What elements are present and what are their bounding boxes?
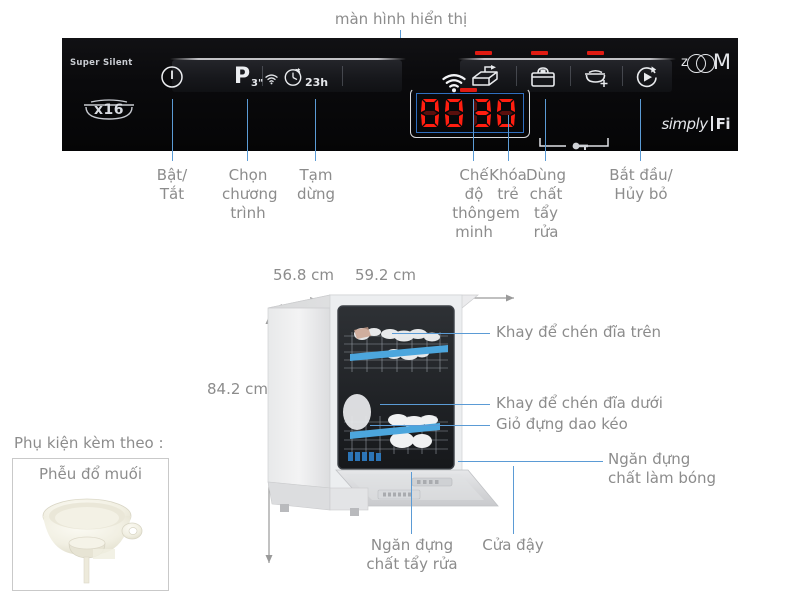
touchbar-left [172, 60, 402, 92]
extra-option-button[interactable] [582, 68, 610, 88]
callout-line-rinse-aid [458, 461, 603, 462]
detergent-button[interactable] [530, 67, 556, 89]
simplyfi-divider [710, 116, 713, 131]
zoom-logo-m: M [712, 50, 731, 74]
dimension-height-label: 84.2 cm [207, 380, 269, 398]
display-frame [410, 88, 530, 138]
separator-4 [570, 66, 571, 86]
callout-rinse-aid: Ngăn đựng chất làm bóng [608, 450, 717, 487]
dishwasher-illustration [267, 294, 499, 516]
power-icon [161, 66, 183, 88]
dimension-width-label: 59.2 cm [355, 266, 417, 284]
simplyfi-logo: simply Fi [661, 114, 730, 133]
indicator-led-2 [531, 51, 548, 55]
callout-lower-rack: Khay để chén đĩa dưới [496, 394, 663, 412]
callout-line-upper-rack [392, 333, 490, 334]
capacity-text: x16 [93, 102, 124, 118]
basket-outline-icon [84, 99, 134, 120]
start-cancel-button[interactable] [635, 65, 659, 89]
callout-program: Chọn chương trình [222, 166, 278, 222]
callout-childlock: Khóa trẻ em [489, 166, 527, 222]
panel-rule-right [458, 58, 676, 60]
callout-line-detergent [545, 99, 546, 161]
salt-funnel-image [42, 498, 143, 584]
delay-button[interactable] [284, 67, 304, 87]
capacity-badge: x16 [78, 96, 140, 126]
callout-line-cutlery-basket [370, 425, 490, 426]
open-door-smart-icon [472, 65, 498, 86]
clock-delay-icon [284, 68, 302, 86]
child-lock-indicator [539, 138, 609, 151]
seven-segment-digits [421, 99, 515, 127]
smart-mode-button[interactable] [470, 65, 500, 91]
callout-upper-rack: Khay để chén đĩa trên [496, 323, 662, 341]
separator-5 [622, 66, 623, 86]
program-button[interactable]: P [234, 64, 251, 89]
callout-line-detergent-box [411, 472, 412, 534]
callout-line-smart [473, 99, 474, 161]
power-button[interactable] [160, 65, 184, 89]
accessory-item-name: Phễu đổ muối [39, 465, 142, 483]
wifi-small-icon [265, 74, 278, 85]
callout-smart: Chế độ thông minh [452, 166, 496, 241]
zoom-logo-z: z [681, 54, 688, 70]
panel-rule-left [170, 58, 406, 60]
callout-line-program [247, 99, 248, 161]
start-play-icon [636, 66, 657, 88]
super-silent-label: Super Silent [70, 58, 133, 68]
separator-3 [516, 66, 517, 86]
zoom-logo: z M [681, 50, 731, 74]
touchbar-right [460, 60, 672, 92]
dimension-depth-label: 56.8 cm [273, 266, 335, 284]
callout-line-power [172, 99, 173, 161]
simplyfi-left: simply [661, 115, 708, 133]
accessory-box: Phễu đổ muối [12, 458, 169, 591]
callout-power: Bật/ Tắt [156, 166, 188, 203]
display-wifi-indicator [442, 74, 466, 97]
callout-detergent: Dùng chất tẩy rửa [525, 166, 567, 241]
indicator-led-3 [587, 51, 604, 55]
callout-pause: Tạm dừng [296, 166, 336, 203]
separator-2 [342, 66, 343, 86]
zoom-logo-rings [686, 53, 715, 73]
delay-hours-label: 23h [305, 76, 329, 89]
callout-line-door [513, 466, 514, 534]
callout-line-pause [315, 99, 316, 161]
callout-display-label: màn hình hiển thị [334, 10, 468, 28]
callout-line-childlock [508, 115, 509, 161]
panel-glass [62, 38, 738, 151]
separator-1 [262, 66, 263, 86]
callout-line-lower-rack [380, 404, 490, 405]
program-seconds-label: 3" [251, 78, 264, 89]
callout-line-start [640, 99, 641, 161]
detergent-box-icon [531, 67, 555, 87]
accessory-title: Phụ kiện kèm theo : [14, 434, 164, 452]
callout-start: Bắt đầu/ Hủy bỏ [609, 166, 673, 203]
display-indicator-led [460, 88, 477, 92]
display-highlight-box [416, 93, 524, 133]
key-icon [539, 138, 609, 150]
callout-line-display [400, 30, 401, 42]
led-display [410, 88, 530, 138]
callout-door: Cửa đậy [482, 536, 544, 554]
indicator-led-1 [475, 51, 492, 55]
control-panel: Super Silent x16 z M simply Fi P 3" [62, 38, 738, 151]
simplyfi-right: Fi [715, 115, 731, 133]
callout-cutlery-basket: Giỏ đựng dao kéo [496, 415, 628, 433]
callout-detergent-box: Ngăn đựng chất tẩy rửa [366, 536, 458, 573]
wifi-icon [442, 74, 466, 93]
basket-plus-icon [585, 69, 608, 87]
